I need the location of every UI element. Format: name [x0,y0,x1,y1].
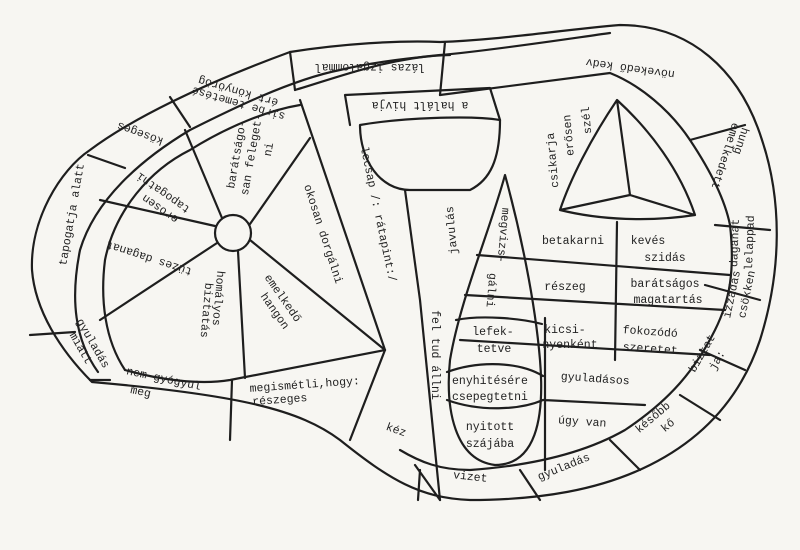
label-enyhitesere-2: csepegtetni [452,391,528,404]
label-keves-2: szidás [644,252,685,265]
label-koseges: köseges [116,118,166,147]
label-szel-3: csikarja [545,132,563,188]
label-homalyos-2: biztatás [197,282,215,338]
label-lefektetve-2: tetve [477,343,512,356]
a-halalt-box [343,86,502,127]
label-homalyos-1: homályos [209,270,227,326]
label-nyitott-1: nyitott [466,421,514,434]
label-barats-mag-2: magatartás [633,294,702,307]
label-enyhitesere-1: enyhitésére [452,375,528,388]
inner-ring-left [74,53,452,374]
label-baratsagosan-3: ni [262,142,277,158]
label-lefektetve-1: lefek- [472,326,513,339]
label-fokozodo-1: fokozódó [622,324,678,341]
label-fel-tud-allni: fel tud állni [428,310,441,400]
inner-ring-right [398,223,733,472]
label-szel-1: szél [580,106,595,135]
pyramid-shape [558,98,697,221]
label-kicsinyenkent-2: nyenként [542,339,597,352]
label-javulas: javulás [444,206,461,255]
label-emelkedett: emelkedett [708,121,742,191]
label-okosan-dorgalni: okosan dorgálni [300,183,344,286]
label-tapogatja-alatt: tapogatja alatt [57,162,88,266]
spokes [98,98,387,380]
right-grid [403,188,732,502]
drop-dividers [445,316,545,410]
bowl-shape [358,116,502,192]
label-lazas-izgalommal: lázas izgalommal [315,60,426,73]
label-reszeg: részeg [544,281,585,294]
label-nyitott-2: szájába [466,438,514,451]
label-megismetli-2: részeges [252,392,308,409]
label-nem-gyogyul-2: meg [129,384,152,401]
label-novekedo-kedv: növekedő kedv [585,55,676,80]
label-a-halalt: a halált hivja [372,98,469,111]
label-vizet: vizet [452,469,488,486]
label-megvizs-2: gálni [483,272,499,308]
outer-boundary [30,23,778,502]
label-dagonat-2: lelappad [743,215,758,271]
label-gyuladas-bottom: gyuladás [536,451,592,484]
inner-ring-top [293,31,612,92]
label-gyuladasos: gyuladásos [560,371,630,389]
label-betakarni: betakarni [542,235,604,248]
label-szel-2: erősen [561,114,578,156]
label-tuzes-daganat: tüzes daganat [105,237,194,277]
label-keves-1: kevés [631,235,666,248]
label-kez: kéz [384,421,408,440]
label-barats-mag-1: barátságos [630,278,699,291]
label-ugy-van: úgy van [558,414,607,430]
label-megvizs-1: megvizs- [494,207,512,263]
wheel-bottom [123,348,387,384]
band-dividers [28,40,772,502]
label-dagonat-1: daganat [728,219,743,268]
label-lecsap: lecsap /: rátapint:/ [357,146,398,284]
label-kicsinyenkent-1: kicsi- [544,324,585,337]
wheel-hub [213,213,253,253]
label-fokozodo-2: szeretet [622,341,678,358]
